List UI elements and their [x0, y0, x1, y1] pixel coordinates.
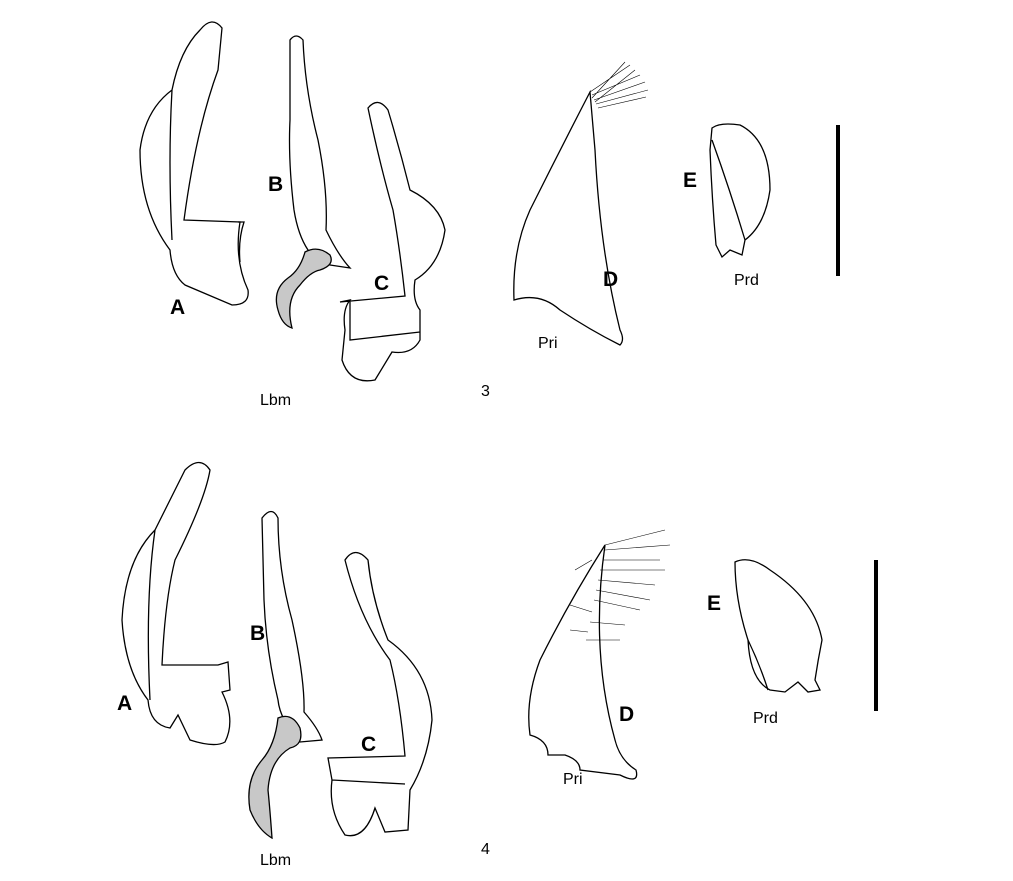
- fig4-part-b: [261, 510, 323, 743]
- fig4-label-e: E: [707, 592, 722, 615]
- fig3-label-lbm: Lbm: [260, 392, 292, 409]
- fig4-part-e: [734, 559, 823, 693]
- fig4-part-c: [327, 551, 433, 837]
- fig3-label-pri: Pri: [538, 335, 558, 352]
- fig4-label-b: B: [250, 622, 266, 645]
- figure-3-drawings: [139, 21, 840, 382]
- fig4-label-c: C: [361, 733, 377, 756]
- fig4-label-d: D: [619, 703, 635, 726]
- fig4-label-a: A: [117, 692, 133, 715]
- fig4-part-b-shaded: [248, 715, 302, 840]
- fig4-part-d: [528, 544, 638, 780]
- fig4-number: 4: [481, 841, 490, 858]
- fig3-part-a: [139, 21, 249, 306]
- fig3-label-b: B: [268, 173, 284, 196]
- fig3-setae: [589, 61, 649, 109]
- fig3-label-d: D: [603, 268, 619, 291]
- fig4-label-prd: Prd: [753, 710, 778, 727]
- fig4-label-pri: Pri: [563, 771, 583, 788]
- fig3-part-b-shaded: [275, 248, 332, 329]
- fig4-setae: [569, 529, 671, 641]
- fig4-part-a: [121, 461, 231, 746]
- fig3-label-c: C: [374, 272, 390, 295]
- fig3-part-b: [288, 35, 352, 269]
- fig3-part-a-hook: [238, 221, 245, 263]
- fig3-part-d: [513, 89, 624, 346]
- fig3-part-e: [709, 123, 771, 259]
- fig3-label-e: E: [683, 169, 698, 192]
- fig4-label-lbm: Lbm: [260, 852, 292, 869]
- fig3-part-c: [339, 101, 446, 382]
- fig3-label-a: A: [170, 296, 186, 319]
- figure-4-drawings: [121, 461, 878, 840]
- fig3-number: 3: [481, 383, 490, 400]
- fig3-label-prd: Prd: [734, 272, 759, 289]
